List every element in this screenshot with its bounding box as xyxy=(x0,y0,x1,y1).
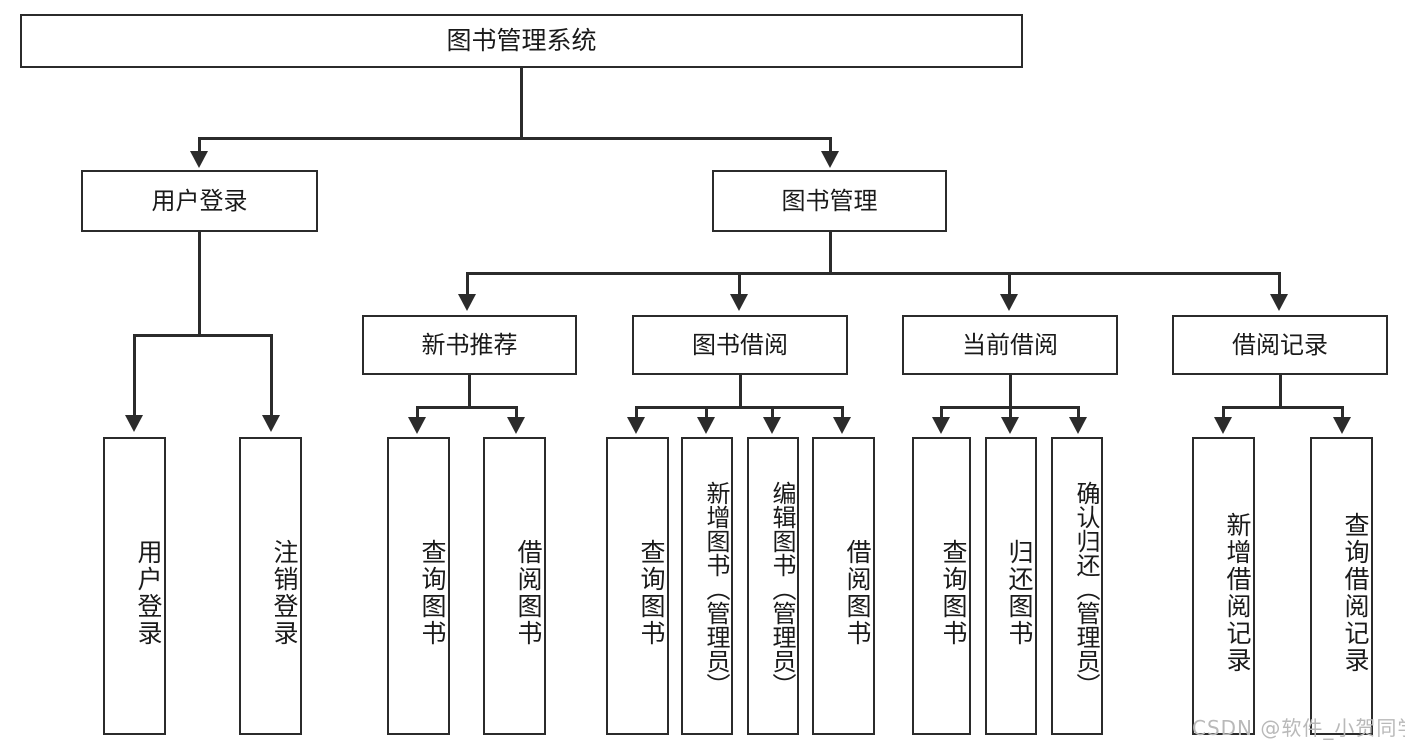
node-book-borrow[interactable]: 图书借阅 xyxy=(632,315,848,375)
edge-current-l3 xyxy=(1077,406,1080,422)
arrow-books-to-c2 xyxy=(730,294,748,311)
arrow-current-l1 xyxy=(932,417,950,434)
leaf-borrow-book-recommend[interactable]: 借阅图书 xyxy=(483,437,546,735)
leaf-add-borrow-record[interactable]: 新增借阅记录 xyxy=(1192,437,1255,735)
leaf-confirm-return-admin[interactable]: 确认归还（管理员） xyxy=(1051,437,1103,735)
edge-login-to-leaf2 xyxy=(270,334,273,420)
arrow-books-to-c1 xyxy=(458,294,476,311)
leaf-return-book[interactable]: 归还图书 xyxy=(985,437,1037,735)
edge-books-to-c2 xyxy=(738,272,741,300)
edge-borrow-bus xyxy=(635,406,843,409)
edge-books-stem xyxy=(829,232,832,272)
arrow-root-to-login xyxy=(190,151,208,168)
edge-record-stem xyxy=(1279,375,1282,406)
node-label: 新增借阅记录 xyxy=(1223,512,1252,674)
edge-borrow-l4 xyxy=(841,406,844,422)
arrow-borrow-l3 xyxy=(763,417,781,434)
arrow-borrow-l2 xyxy=(697,417,715,434)
node-current-borrow[interactable]: 当前借阅 xyxy=(902,315,1118,375)
node-label: 查询图书 xyxy=(637,539,666,647)
node-label: 归还图书 xyxy=(1005,539,1034,647)
node-new-book-recommend[interactable]: 新书推荐 xyxy=(362,315,577,375)
edge-login-stem xyxy=(198,232,201,334)
edge-books-to-c3 xyxy=(1008,272,1011,300)
leaf-query-book-recommend[interactable]: 查询图书 xyxy=(387,437,450,735)
leaf-add-book-admin[interactable]: 新增图书（管理员） xyxy=(681,437,733,735)
edge-record-bus xyxy=(1222,406,1342,409)
edge-current-l2 xyxy=(1009,406,1012,422)
arrow-newbook-l2 xyxy=(507,417,525,434)
edge-books-to-c4 xyxy=(1278,272,1281,300)
node-root-system[interactable]: 图书管理系统 xyxy=(20,14,1023,68)
arrow-borrow-l4 xyxy=(833,417,851,434)
node-label: 查询借阅记录 xyxy=(1341,512,1370,674)
edge-current-stem xyxy=(1009,375,1012,406)
edge-record-l1 xyxy=(1222,406,1225,422)
leaf-borrow-book[interactable]: 借阅图书 xyxy=(812,437,875,735)
edge-root-stem xyxy=(520,68,523,137)
arrow-borrow-l1 xyxy=(627,417,645,434)
node-book-management[interactable]: 图书管理 xyxy=(712,170,947,232)
edge-root-to-login xyxy=(198,137,201,159)
node-label: 当前借阅 xyxy=(962,331,1058,359)
arrow-login-to-leaf1 xyxy=(125,415,143,432)
node-label: 新增图书（管理员） xyxy=(702,481,730,697)
node-label: 图书借阅 xyxy=(692,331,788,359)
arrow-record-l2 xyxy=(1333,417,1351,434)
node-label: 查询图书 xyxy=(939,539,968,647)
node-label: 用户登录 xyxy=(151,187,248,215)
leaf-logout-login[interactable]: 注销登录 xyxy=(239,437,302,735)
edge-login-bus xyxy=(133,334,273,337)
edge-borrow-stem xyxy=(739,375,742,406)
node-user-login[interactable]: 用户登录 xyxy=(81,170,318,232)
node-label: 借阅记录 xyxy=(1232,331,1328,359)
arrow-current-l3 xyxy=(1069,417,1087,434)
arrow-root-to-books xyxy=(821,151,839,168)
leaf-user-login[interactable]: 用户登录 xyxy=(103,437,166,735)
node-label: 确认归还（管理员） xyxy=(1072,481,1100,697)
node-label: 图书管理系统 xyxy=(446,26,597,56)
edge-books-bus xyxy=(466,272,1280,275)
node-label: 编辑图书（管理员） xyxy=(768,481,796,697)
edge-login-to-leaf1 xyxy=(133,334,136,420)
node-label: 新书推荐 xyxy=(421,331,518,359)
edge-borrow-l3 xyxy=(771,406,774,422)
arrow-current-l2 xyxy=(1001,417,1019,434)
leaf-query-borrow-record[interactable]: 查询借阅记录 xyxy=(1310,437,1373,735)
edge-borrow-l2 xyxy=(705,406,708,422)
node-label: 图书管理 xyxy=(781,187,878,215)
leaf-query-book-current[interactable]: 查询图书 xyxy=(912,437,971,735)
edge-newbook-l2 xyxy=(515,406,518,422)
edge-borrow-l1 xyxy=(635,406,638,422)
node-label: 借阅图书 xyxy=(514,539,543,647)
edge-newbook-l1 xyxy=(416,406,419,422)
edge-current-l1 xyxy=(940,406,943,422)
arrow-books-to-c4 xyxy=(1270,294,1288,311)
edge-record-l2 xyxy=(1341,406,1344,422)
arrow-login-to-leaf2 xyxy=(262,415,280,432)
node-label: 查询图书 xyxy=(418,539,447,647)
arrow-newbook-l1 xyxy=(408,417,426,434)
edge-root-to-books xyxy=(829,137,832,159)
edge-root-bus xyxy=(198,137,832,140)
edge-newbook-bus xyxy=(416,406,518,409)
node-label: 用户登录 xyxy=(134,539,163,647)
leaf-edit-book-admin[interactable]: 编辑图书（管理员） xyxy=(747,437,799,735)
node-borrow-record[interactable]: 借阅记录 xyxy=(1172,315,1388,375)
arrow-record-l1 xyxy=(1214,417,1232,434)
edge-books-to-c1 xyxy=(466,272,469,300)
edge-newbook-stem xyxy=(468,375,471,406)
node-label: 借阅图书 xyxy=(843,539,872,647)
leaf-query-book-borrow[interactable]: 查询图书 xyxy=(606,437,669,735)
arrow-books-to-c3 xyxy=(1000,294,1018,311)
node-label: 注销登录 xyxy=(270,539,299,647)
